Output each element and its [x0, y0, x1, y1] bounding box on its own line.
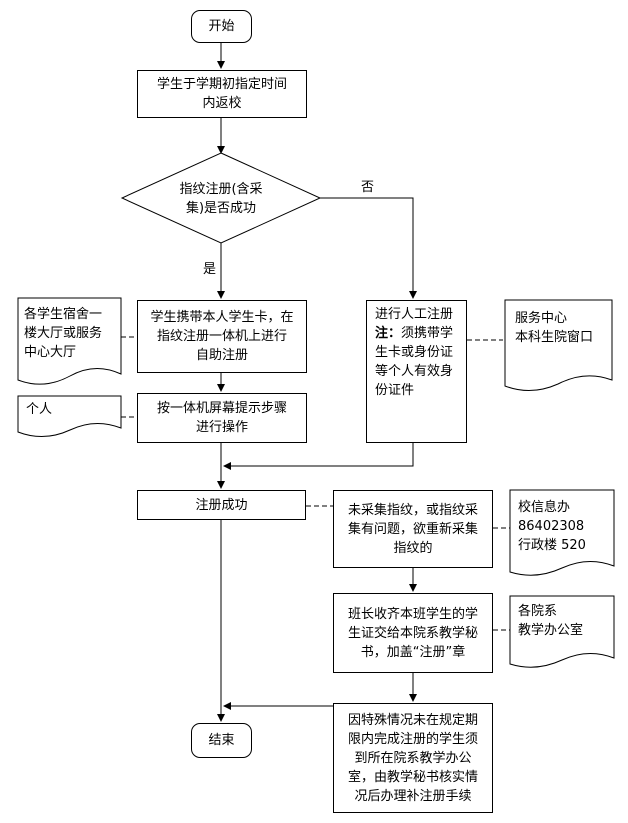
arrow-manual-to-merge — [223, 443, 414, 470]
doc-note-info-shape — [509, 489, 615, 576]
note-dept-text: 各院系 教学办公室 — [518, 604, 584, 638]
doc-note-dept-shape — [509, 595, 615, 668]
yes-label: 是 — [203, 262, 217, 277]
manual-register-title: 进行人工注册 — [375, 307, 454, 322]
doc-note-service-shape — [504, 299, 613, 391]
monitor-collect-step: 班长收齐本班学生的学 生证交给本院系教学秘 书，加盖“注册”章 — [333, 593, 493, 673]
special-register-text: 因特殊情况未在规定期 限内完成注册的学生须 到所在院系教学办公 室，由教学秘书核… — [347, 712, 478, 804]
self-register-text: 学生携带本人学生卡，在 指纹注册一体机上进行 自助注册 — [150, 310, 294, 363]
start-node: 开始 — [191, 10, 252, 43]
arrow-decision-no — [320, 197, 417, 299]
special-register-step: 因特殊情况未在规定期 限内完成注册的学生须 到所在院系教学办公 室，由教学秘书核… — [333, 703, 493, 813]
note-personal-text: 个人 — [26, 402, 53, 417]
recollect-step: 未采集指纹，或指纹采 集有问题，欲重新采集 指纹的 — [333, 490, 493, 568]
no-label: 否 — [361, 180, 375, 195]
return-to-school-step: 学生于学期初指定时间 内返校 — [137, 70, 307, 118]
manual-note-prefix: 注： — [375, 326, 402, 341]
decision-label: 指纹注册(含采 集)是否成功 — [179, 182, 263, 216]
note-dorm-text: 各学生宿舍一 楼大厅或服务 中心大厅 — [24, 307, 103, 360]
doc-note-dorm-shape — [17, 297, 122, 385]
self-register-step: 学生携带本人学生卡，在 指纹注册一体机上进行 自助注册 — [137, 300, 307, 373]
manual-note-text: 须携带学生卡或身份证等个人有效身份证件 — [375, 326, 454, 398]
manual-register-step: 进行人工注册 注：须携带学生卡或身份证等个人有效身份证件 — [366, 300, 467, 443]
return-to-school-text: 学生于学期初指定时间 内返校 — [156, 77, 287, 111]
monitor-collect-text: 班长收齐本班学生的学 生证交给本院系教学秘 书，加盖“注册”章 — [347, 606, 478, 660]
note-info-text: 校信息办 86402308 行政楼 520 — [518, 500, 586, 553]
recollect-text: 未采集指纹，或指纹采 集有问题，欲重新采集 指纹的 — [347, 502, 478, 556]
doc-note-personal-shape — [17, 395, 122, 437]
end-node: 结束 — [191, 723, 252, 758]
decision-diamond — [120, 152, 322, 244]
register-success-step: 注册成功 — [137, 490, 306, 520]
follow-steps-step: 按一体机屏幕提示步骤 进行操作 — [137, 393, 307, 443]
note-service-text: 服务中心 本科生院窗口 — [515, 311, 594, 345]
follow-steps-text: 按一体机屏幕提示步骤 进行操作 — [156, 401, 287, 435]
manual-register-note: 注：须携带学生卡或身份证等个人有效身份证件 — [375, 324, 458, 400]
